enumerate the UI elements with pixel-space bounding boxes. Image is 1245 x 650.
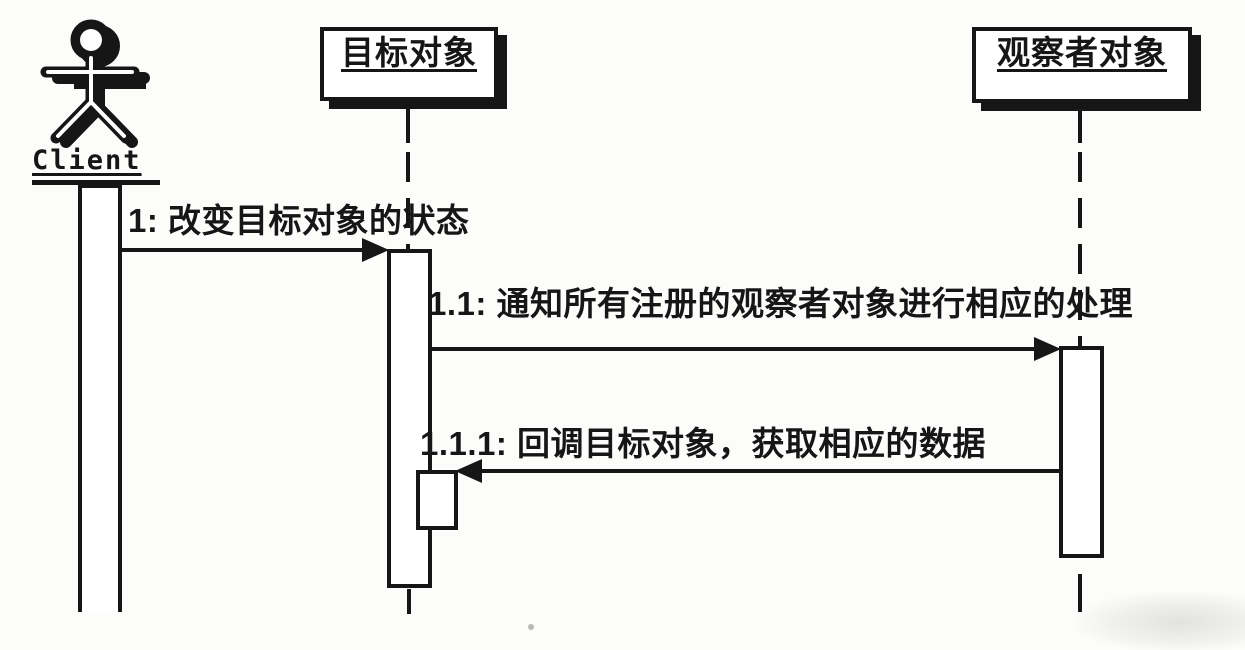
message-1-label: 1: 改变目标对象的状态 [128,202,470,239]
message-1-arrowhead-right-icon [362,238,389,262]
message-1-line [120,248,364,252]
message-1-1-1-arrowhead-left-icon [455,459,482,483]
lifeline-target-dashed [406,152,410,250]
lifeline-target-tail [407,589,411,614]
lifeline-box-target: 目标对象 [320,27,498,101]
message-1-1-label: 1.1: 通知所有注册的观察者对象进行相应的处理 [428,285,1134,322]
message-1-1-1-label: 1.1.1: 回调目标对象，获取相应的数据 [420,425,987,462]
scan-speck [528,624,534,630]
scan-smudge [1075,592,1245,650]
lifeline-target-solid-segment [406,95,410,143]
activation-bar-target-nested [416,470,458,530]
lifeline-observer-solid-segment [1078,97,1082,143]
lifeline-box-observer: 观察者对象 [972,27,1192,103]
message-1-1-line [430,347,1036,351]
actor-label: Client [32,144,160,185]
message-1-1-arrowhead-right-icon [1034,337,1061,361]
lifeline-observer-dashed [1078,152,1082,348]
actor-icon [40,19,150,148]
lifeline-label-observer: 观察者对象 [997,34,1167,71]
activation-bar-observer [1059,346,1104,558]
lifeline-observer-tail [1078,574,1082,612]
activation-bar-client [78,184,122,612]
message-1-1-1-line [482,469,1063,473]
lifeline-label-target: 目标对象 [341,34,477,71]
activation-bar-target [387,249,432,588]
